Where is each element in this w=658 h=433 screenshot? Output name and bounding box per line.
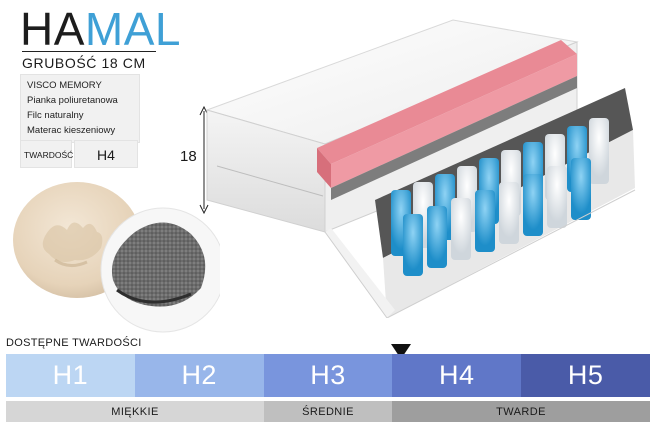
hardness-scale: H1 H2 H3 H4 H5 [6, 354, 650, 397]
hardness-label: TWARDOŚĆ [20, 140, 73, 168]
layer-item: VISCO MEMORY [27, 80, 102, 91]
thickness-text: GRUBOŚĆ 18 CM [22, 55, 146, 71]
layer-item: Pianka poliuretanowa [27, 95, 118, 106]
layer-item: Filc naturalny [27, 110, 84, 121]
hardness-scale-title: DOSTĘPNE TWARDOŚCI [6, 337, 142, 349]
brand-part-2: MAL [84, 3, 181, 55]
layer-item: Materac kieszeniowy [27, 125, 116, 136]
category-medium: ŚREDNIE [264, 401, 392, 422]
material-samples-image [13, 182, 220, 333]
hardness-level-h1: H1 [6, 354, 135, 397]
mattress-illustration [205, 19, 636, 318]
category-soft: MIĘKKIE [6, 401, 264, 422]
layers-list: VISCO MEMORY Pianka poliuretanowa Filc n… [20, 74, 140, 143]
hardness-level-h5: H5 [521, 354, 650, 397]
height-label: 18 [180, 148, 197, 165]
hardness-box: TWARDOŚĆ H4 [20, 140, 138, 168]
hardness-level-h4: H4 [392, 354, 522, 397]
felt-sample [100, 207, 220, 333]
hardness-level-h3: H3 [263, 354, 393, 397]
brand-part-1: HA [20, 3, 85, 55]
brand-underline [22, 51, 156, 52]
hardness-level-h2: H2 [134, 354, 264, 397]
pocket-springs [391, 118, 609, 276]
hardness-value: H4 [74, 140, 138, 168]
category-hard: TWARDE [392, 401, 650, 422]
brand-logo: HAMAL [20, 6, 181, 52]
hardness-categories: MIĘKKIE ŚREDNIE TWARDE [6, 401, 650, 422]
